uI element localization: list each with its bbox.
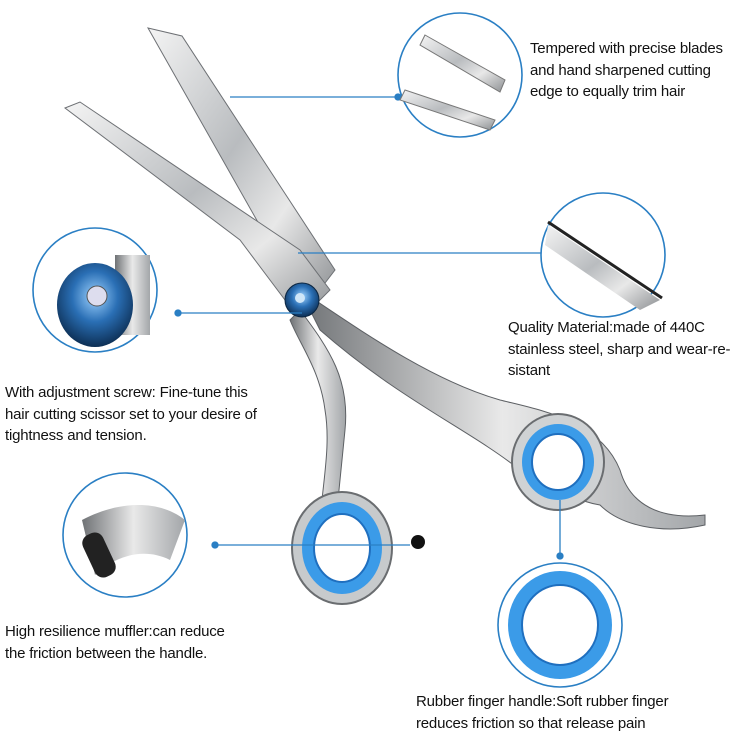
detail-circle-handle xyxy=(497,562,623,688)
caption-muffler: High resilience muffler:can reduce the f… xyxy=(5,623,225,662)
muffler xyxy=(411,535,425,549)
detail-circle-muffler xyxy=(62,472,188,598)
caption-material: Quality Material:made of 440C stainless … xyxy=(508,319,731,379)
detail-circle-blades xyxy=(397,12,523,138)
detail-circle-screw xyxy=(32,227,158,353)
caption-blades: Tempered with precise blades and hand sh… xyxy=(530,40,723,100)
detail-circle-material xyxy=(540,192,666,318)
caption-handle: Rubber finger handle:Soft rubber finger … xyxy=(416,693,669,732)
caption-screw: With adjustment screw: Fine-tune this ha… xyxy=(5,384,257,444)
lower-blade xyxy=(63,101,331,321)
